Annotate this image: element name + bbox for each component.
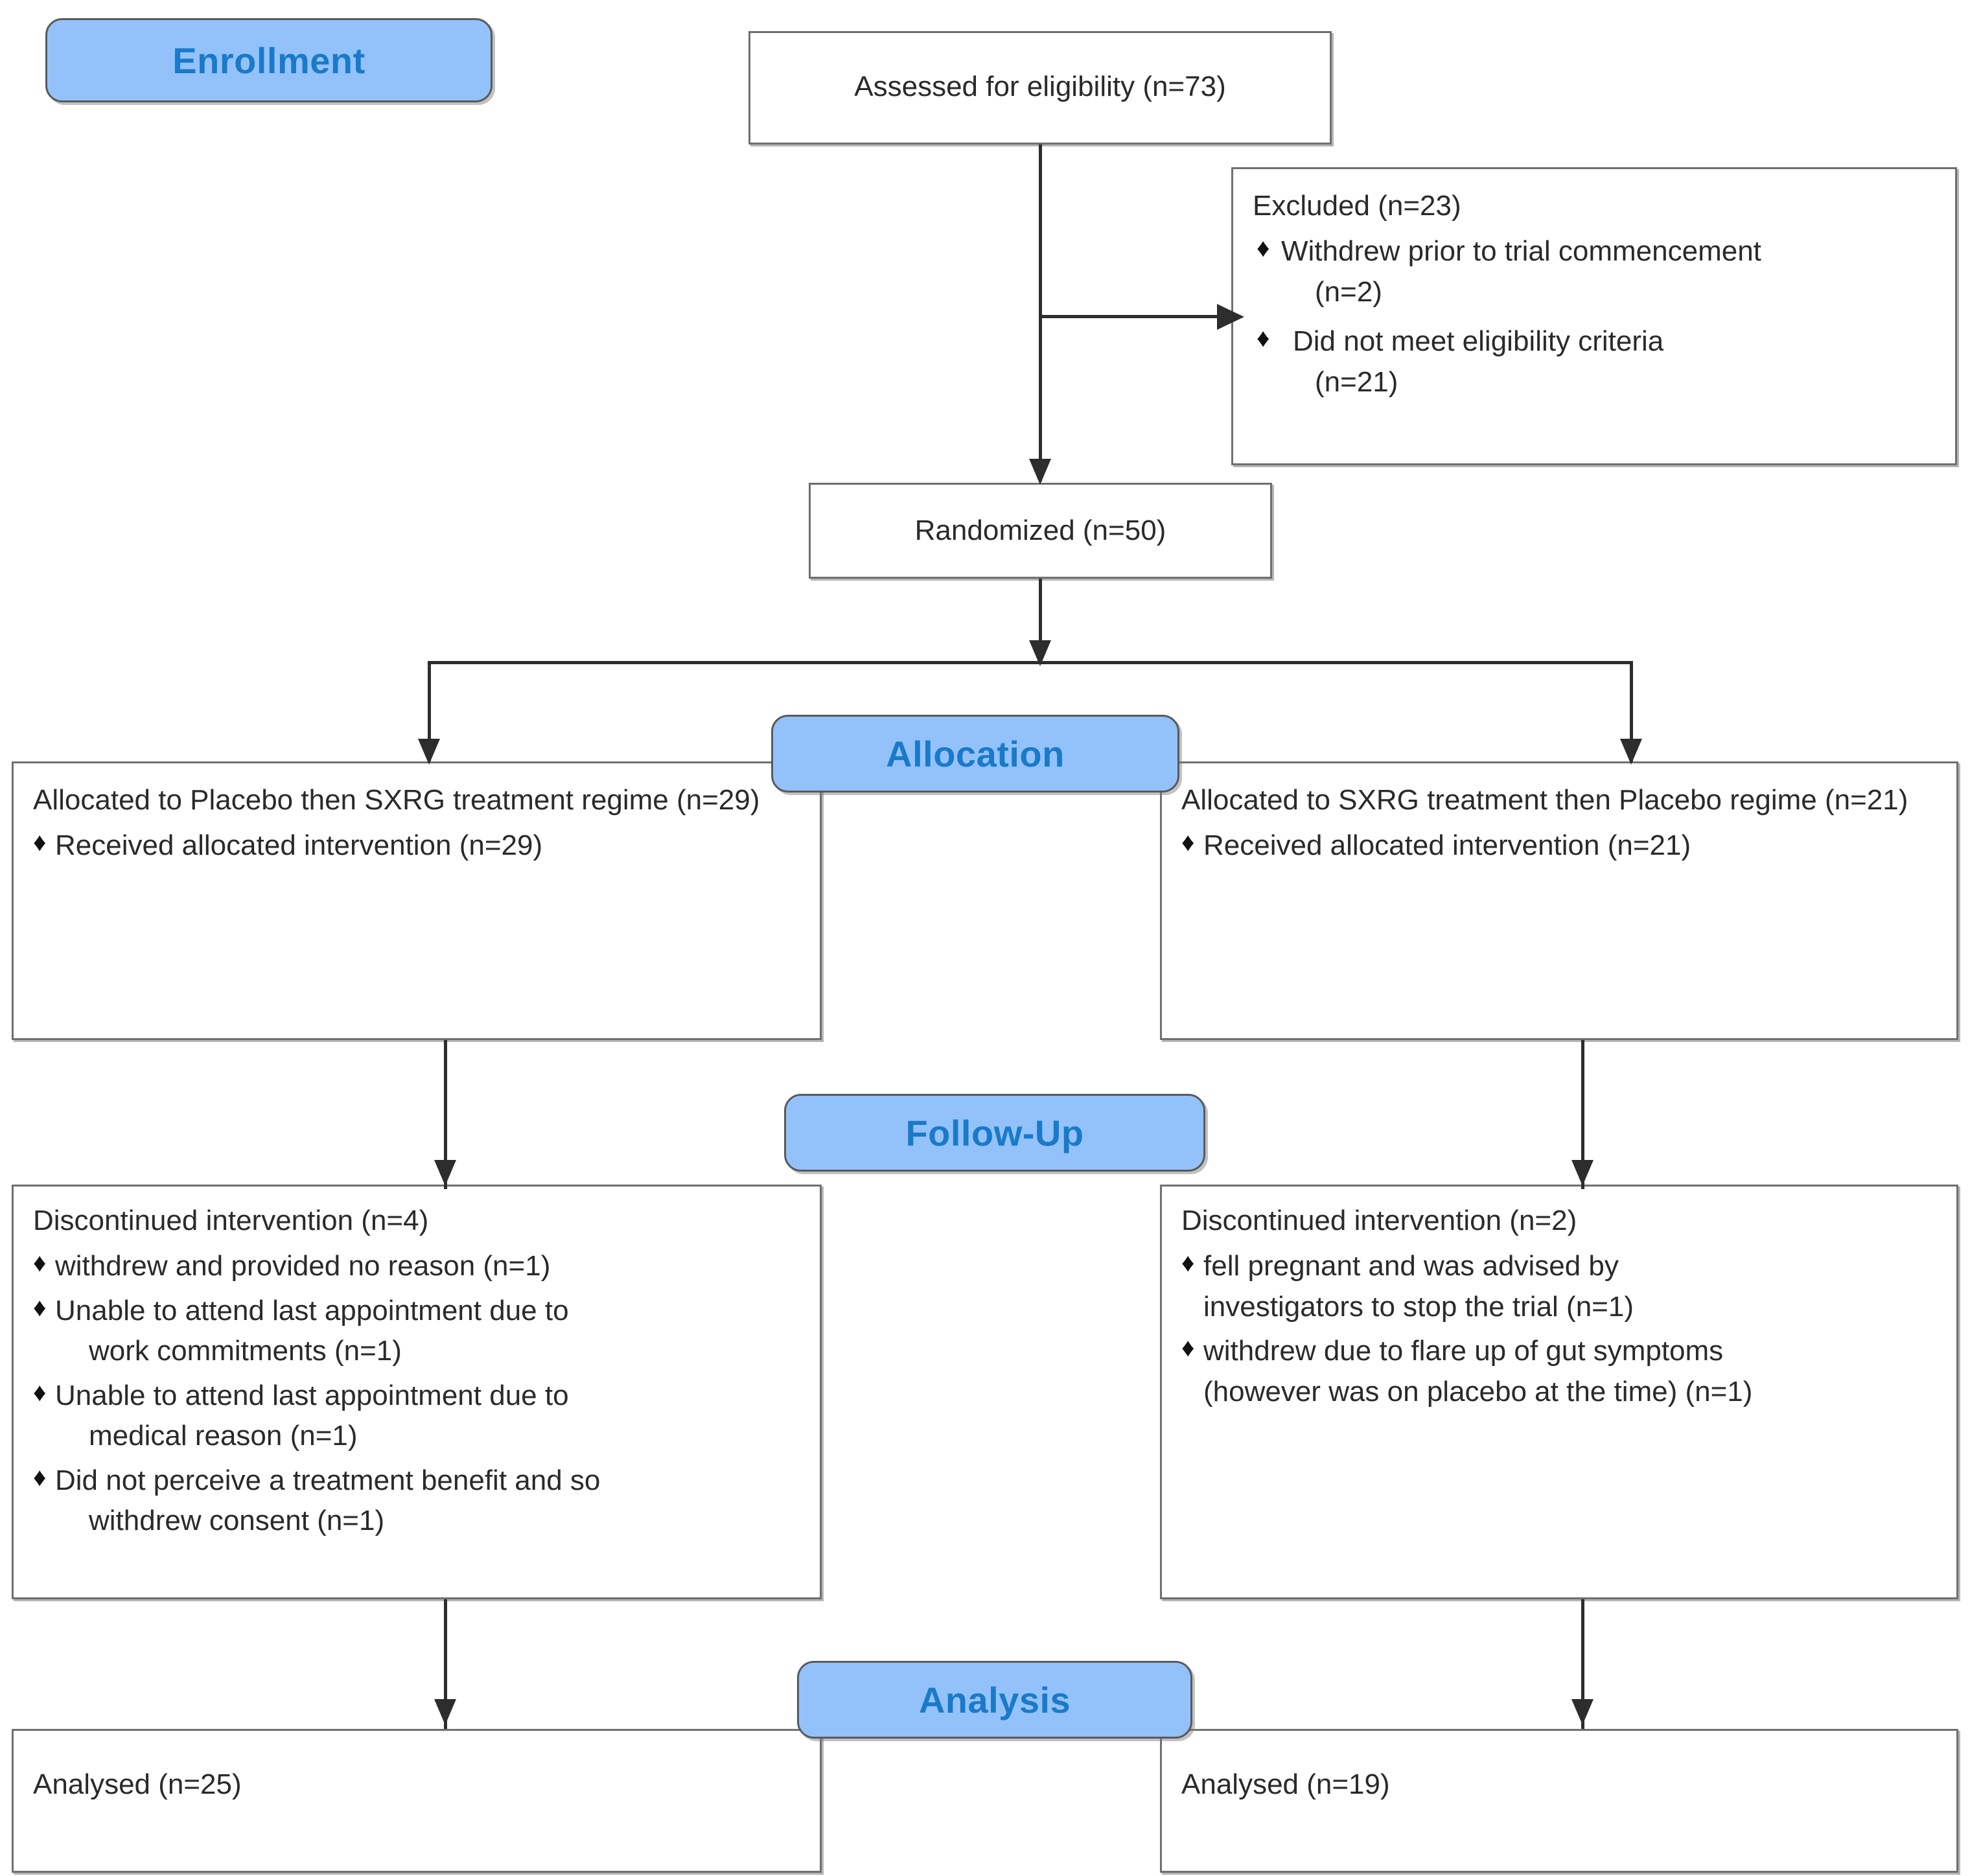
arrow-randomized-split (1029, 640, 1051, 666)
analysed-right-text: Analysed (n=19) (1181, 1768, 1390, 1800)
connector-followup-right-to-analysis (1581, 1599, 1584, 1729)
connector-randomized-down (1039, 579, 1042, 664)
assessed-for-eligibility-box: Assessed for eligibility (n=73) (748, 31, 1332, 145)
diamond-bullet-icon: ♦ (1181, 828, 1195, 857)
excluded-item-text: Did not meet eligibility criteria (1293, 325, 1664, 358)
stage-pill-allocation: Allocation (771, 715, 1179, 793)
allocation-left-list: ♦ Received allocated intervention (n=29) (33, 826, 800, 866)
allocation-left-box: Allocated to Placebo then SXRG treatment… (12, 761, 822, 1040)
excluded-item-count: (n=2) (1315, 275, 1382, 308)
diamond-bullet-icon: ♦ (1181, 1334, 1195, 1363)
arrow-to-allocation-right (1620, 739, 1642, 765)
followup-right-item-text: fell pregnant and was advised by (1203, 1250, 1619, 1282)
followup-right-item-cont: investigators to stop the trial (n=1) (1203, 1290, 1634, 1323)
list-item: ♦ Did not perceive a treatment benefit a… (33, 1461, 800, 1542)
followup-left-item-text: Unable to attend last appointment due to (55, 1379, 569, 1411)
followup-left-header: Discontinued intervention (n=4) (33, 1205, 429, 1236)
arrow-alloc-left-to-followup (434, 1160, 456, 1186)
arrow-followup-right-to-analysis (1571, 1699, 1593, 1725)
followup-left-item-text: Did not perceive a treatment benefit and… (55, 1464, 601, 1496)
arrow-to-excluded (1217, 304, 1244, 330)
allocation-left-item-text: Received allocated intervention (n=29) (55, 829, 543, 862)
followup-left-item-cont: withdrew consent (n=1) (89, 1505, 385, 1537)
analysed-left-box: Analysed (n=25) (12, 1729, 822, 1873)
connector-alloc-right-to-followup (1581, 1040, 1584, 1189)
arrow-alloc-right-to-followup (1571, 1160, 1593, 1186)
stage-pill-enrollment: Enrollment (45, 18, 492, 102)
allocation-right-header: Allocated to SXRG treatment then Placebo… (1181, 784, 1908, 816)
followup-right-box: Discontinued intervention (n=2) ♦ fell p… (1160, 1185, 1958, 1599)
analysed-right-box: Analysed (n=19) (1160, 1729, 1958, 1873)
list-item: ♦ Did not meet eligibility criteria (n=2… (1253, 321, 1936, 402)
list-item: ♦ fell pregnant and was advised by inves… (1181, 1246, 1937, 1327)
diamond-bullet-icon: ♦ (1257, 324, 1270, 353)
stage-pill-enrollment-label: Enrollment (172, 40, 365, 81)
followup-right-item-cont: (however was on placebo at the time) (n=… (1203, 1375, 1753, 1407)
allocation-right-box: Allocated to SXRG treatment then Placebo… (1160, 761, 1958, 1040)
stage-pill-allocation-label: Allocation (886, 733, 1065, 774)
randomized-box: Randomized (n=50) (809, 483, 1272, 579)
arrow-to-allocation-left (418, 739, 440, 765)
list-item: ♦ Unable to attend last appointment due … (33, 1376, 800, 1457)
followup-right-header: Discontinued intervention (n=2) (1181, 1205, 1577, 1236)
excluded-item-count: (n=21) (1315, 365, 1398, 398)
diamond-bullet-icon: ♦ (33, 1463, 47, 1492)
allocation-right-item-text: Received allocated intervention (n=21) (1203, 829, 1691, 862)
analysed-left-text: Analysed (n=25) (33, 1768, 242, 1800)
excluded-list: ♦ Withdrew prior to trial commencement (… (1253, 231, 1936, 402)
list-item: ♦ Received allocated intervention (n=21) (1181, 826, 1937, 866)
connector-split-right-down (1630, 661, 1633, 761)
excluded-header: Excluded (n=23) (1253, 190, 1461, 222)
followup-left-item-cont: work commitments (n=1) (89, 1335, 402, 1367)
randomized-text: Randomized (n=50) (914, 515, 1166, 546)
followup-left-item-cont: medical reason (n=1) (89, 1420, 358, 1452)
diamond-bullet-icon: ♦ (33, 828, 47, 857)
stage-pill-analysis: Analysis (797, 1661, 1192, 1739)
followup-right-list: ♦ fell pregnant and was advised by inves… (1181, 1246, 1937, 1412)
list-item: ♦ Received allocated intervention (n=29) (33, 826, 800, 866)
list-item: ♦ Unable to attend last appointment due … (33, 1291, 800, 1372)
assessed-for-eligibility-text: Assessed for eligibility (n=73) (854, 71, 1226, 102)
connector-split-left-down (428, 661, 431, 761)
followup-right-item-text: withdrew due to flare up of gut symptoms (1203, 1335, 1724, 1367)
connector-followup-left-to-analysis (444, 1599, 447, 1729)
followup-left-item-text: Unable to attend last appointment due to (55, 1294, 569, 1326)
list-item: ♦ withdrew and provided no reason (n=1) (33, 1246, 800, 1286)
diamond-bullet-icon: ♦ (1257, 234, 1270, 263)
diamond-bullet-icon: ♦ (1181, 1249, 1195, 1278)
followup-left-box: Discontinued intervention (n=4) ♦ withdr… (12, 1185, 822, 1599)
followup-left-list: ♦ withdrew and provided no reason (n=1) … (33, 1246, 800, 1541)
connector-alloc-left-to-followup (444, 1040, 447, 1189)
stage-pill-followup: Follow-Up (784, 1094, 1205, 1172)
excluded-item-text: Withdrew prior to trial commencement (1281, 235, 1761, 268)
allocation-right-list: ♦ Received allocated intervention (n=21) (1181, 826, 1937, 866)
allocation-left-header: Allocated to Placebo then SXRG treatment… (33, 784, 760, 816)
list-item: ♦ withdrew due to flare up of gut sympto… (1181, 1331, 1937, 1412)
diamond-bullet-icon: ♦ (33, 1293, 47, 1322)
arrow-followup-left-to-analysis (434, 1699, 456, 1725)
stage-pill-analysis-label: Analysis (918, 1679, 1071, 1720)
connector-assessed-to-randomized (1039, 145, 1042, 481)
arrow-assessed-to-randomized (1029, 459, 1051, 485)
diamond-bullet-icon: ♦ (33, 1249, 47, 1278)
connector-assessed-to-excluded (1039, 315, 1227, 318)
list-item: ♦ Withdrew prior to trial commencement (… (1253, 231, 1936, 312)
followup-left-item-text: withdrew and provided no reason (n=1) (55, 1250, 551, 1282)
diamond-bullet-icon: ♦ (33, 1378, 47, 1407)
excluded-box: Excluded (n=23) ♦ Withdrew prior to tria… (1231, 167, 1957, 465)
stage-pill-followup-label: Follow-Up (905, 1112, 1084, 1153)
